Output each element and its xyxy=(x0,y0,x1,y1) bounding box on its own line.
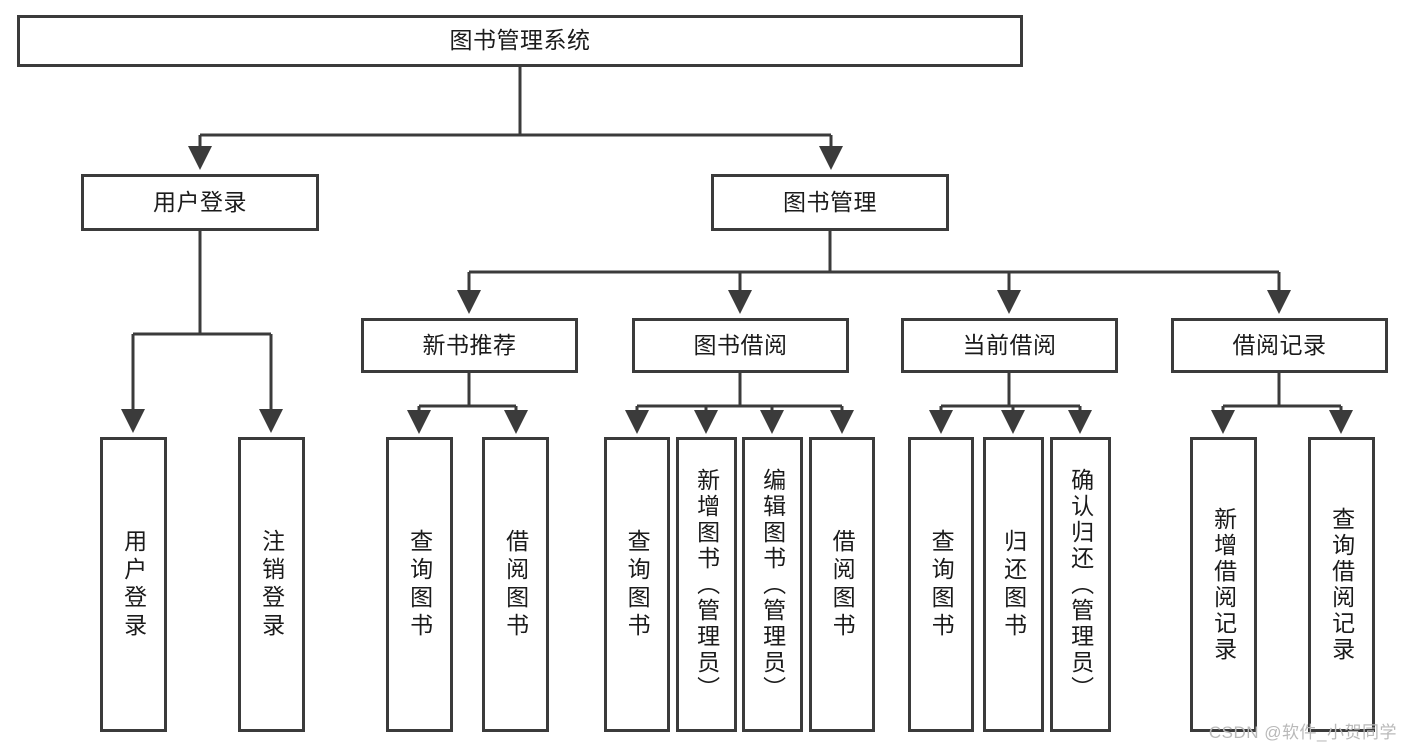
node-leaf-edit-book-admin-label: 编辑图书（管理员） xyxy=(759,467,786,702)
node-leaf-query-book-1[interactable]: 查询图书 xyxy=(386,437,453,732)
node-leaf-logout-login-label: 注销登录 xyxy=(258,528,285,641)
node-leaf-confirm-return-admin-label: 确认归还（管理员） xyxy=(1067,467,1094,702)
node-root[interactable]: 图书管理系统 xyxy=(17,15,1023,67)
node-leaf-query-book-3-label: 查询图书 xyxy=(928,528,955,641)
node-leaf-borrow-book-1[interactable]: 借阅图书 xyxy=(482,437,549,732)
node-new-book-recommend-label: 新书推荐 xyxy=(422,331,517,358)
node-root-label: 图书管理系统 xyxy=(449,27,591,54)
node-user-login[interactable]: 用户登录 xyxy=(81,174,319,231)
node-user-login-label: 用户登录 xyxy=(153,188,247,215)
node-book-manage[interactable]: 图书管理 xyxy=(711,174,949,231)
node-borrow-record[interactable]: 借阅记录 xyxy=(1171,318,1388,373)
node-leaf-return-book-label: 归还图书 xyxy=(1000,528,1027,641)
node-leaf-user-login-label: 用户登录 xyxy=(120,528,147,641)
node-leaf-borrow-book-1-label: 借阅图书 xyxy=(502,528,529,641)
node-leaf-borrow-book-2-label: 借阅图书 xyxy=(829,528,856,641)
node-book-borrow[interactable]: 图书借阅 xyxy=(632,318,849,373)
node-leaf-query-borrow-record-label: 查询借阅记录 xyxy=(1328,506,1355,663)
node-borrow-record-label: 借阅记录 xyxy=(1232,331,1327,358)
node-leaf-query-borrow-record[interactable]: 查询借阅记录 xyxy=(1308,437,1375,732)
node-leaf-logout-login[interactable]: 注销登录 xyxy=(238,437,305,732)
node-leaf-query-book-1-label: 查询图书 xyxy=(406,528,433,641)
node-new-book-recommend[interactable]: 新书推荐 xyxy=(361,318,578,373)
node-leaf-add-borrow-record-label: 新增借阅记录 xyxy=(1210,506,1237,663)
node-leaf-edit-book-admin[interactable]: 编辑图书（管理员） xyxy=(742,437,803,732)
node-book-borrow-label: 图书借阅 xyxy=(693,331,788,358)
node-leaf-borrow-book-2[interactable]: 借阅图书 xyxy=(809,437,875,732)
node-leaf-confirm-return-admin[interactable]: 确认归还（管理员） xyxy=(1050,437,1111,732)
node-leaf-user-login[interactable]: 用户登录 xyxy=(100,437,167,732)
node-current-borrow[interactable]: 当前借阅 xyxy=(901,318,1118,373)
csdn-watermark: CSDN @软件_小贺同学 xyxy=(1208,723,1397,742)
node-book-manage-label: 图书管理 xyxy=(783,188,877,215)
node-current-borrow-label: 当前借阅 xyxy=(962,331,1057,358)
node-leaf-query-book-2-label: 查询图书 xyxy=(624,528,651,641)
node-leaf-add-book-admin-label: 新增图书（管理员） xyxy=(693,467,720,702)
node-leaf-add-borrow-record[interactable]: 新增借阅记录 xyxy=(1190,437,1257,732)
node-leaf-query-book-2[interactable]: 查询图书 xyxy=(604,437,670,732)
node-leaf-query-book-3[interactable]: 查询图书 xyxy=(908,437,974,732)
node-leaf-return-book[interactable]: 归还图书 xyxy=(983,437,1044,732)
node-leaf-add-book-admin[interactable]: 新增图书（管理员） xyxy=(676,437,737,732)
